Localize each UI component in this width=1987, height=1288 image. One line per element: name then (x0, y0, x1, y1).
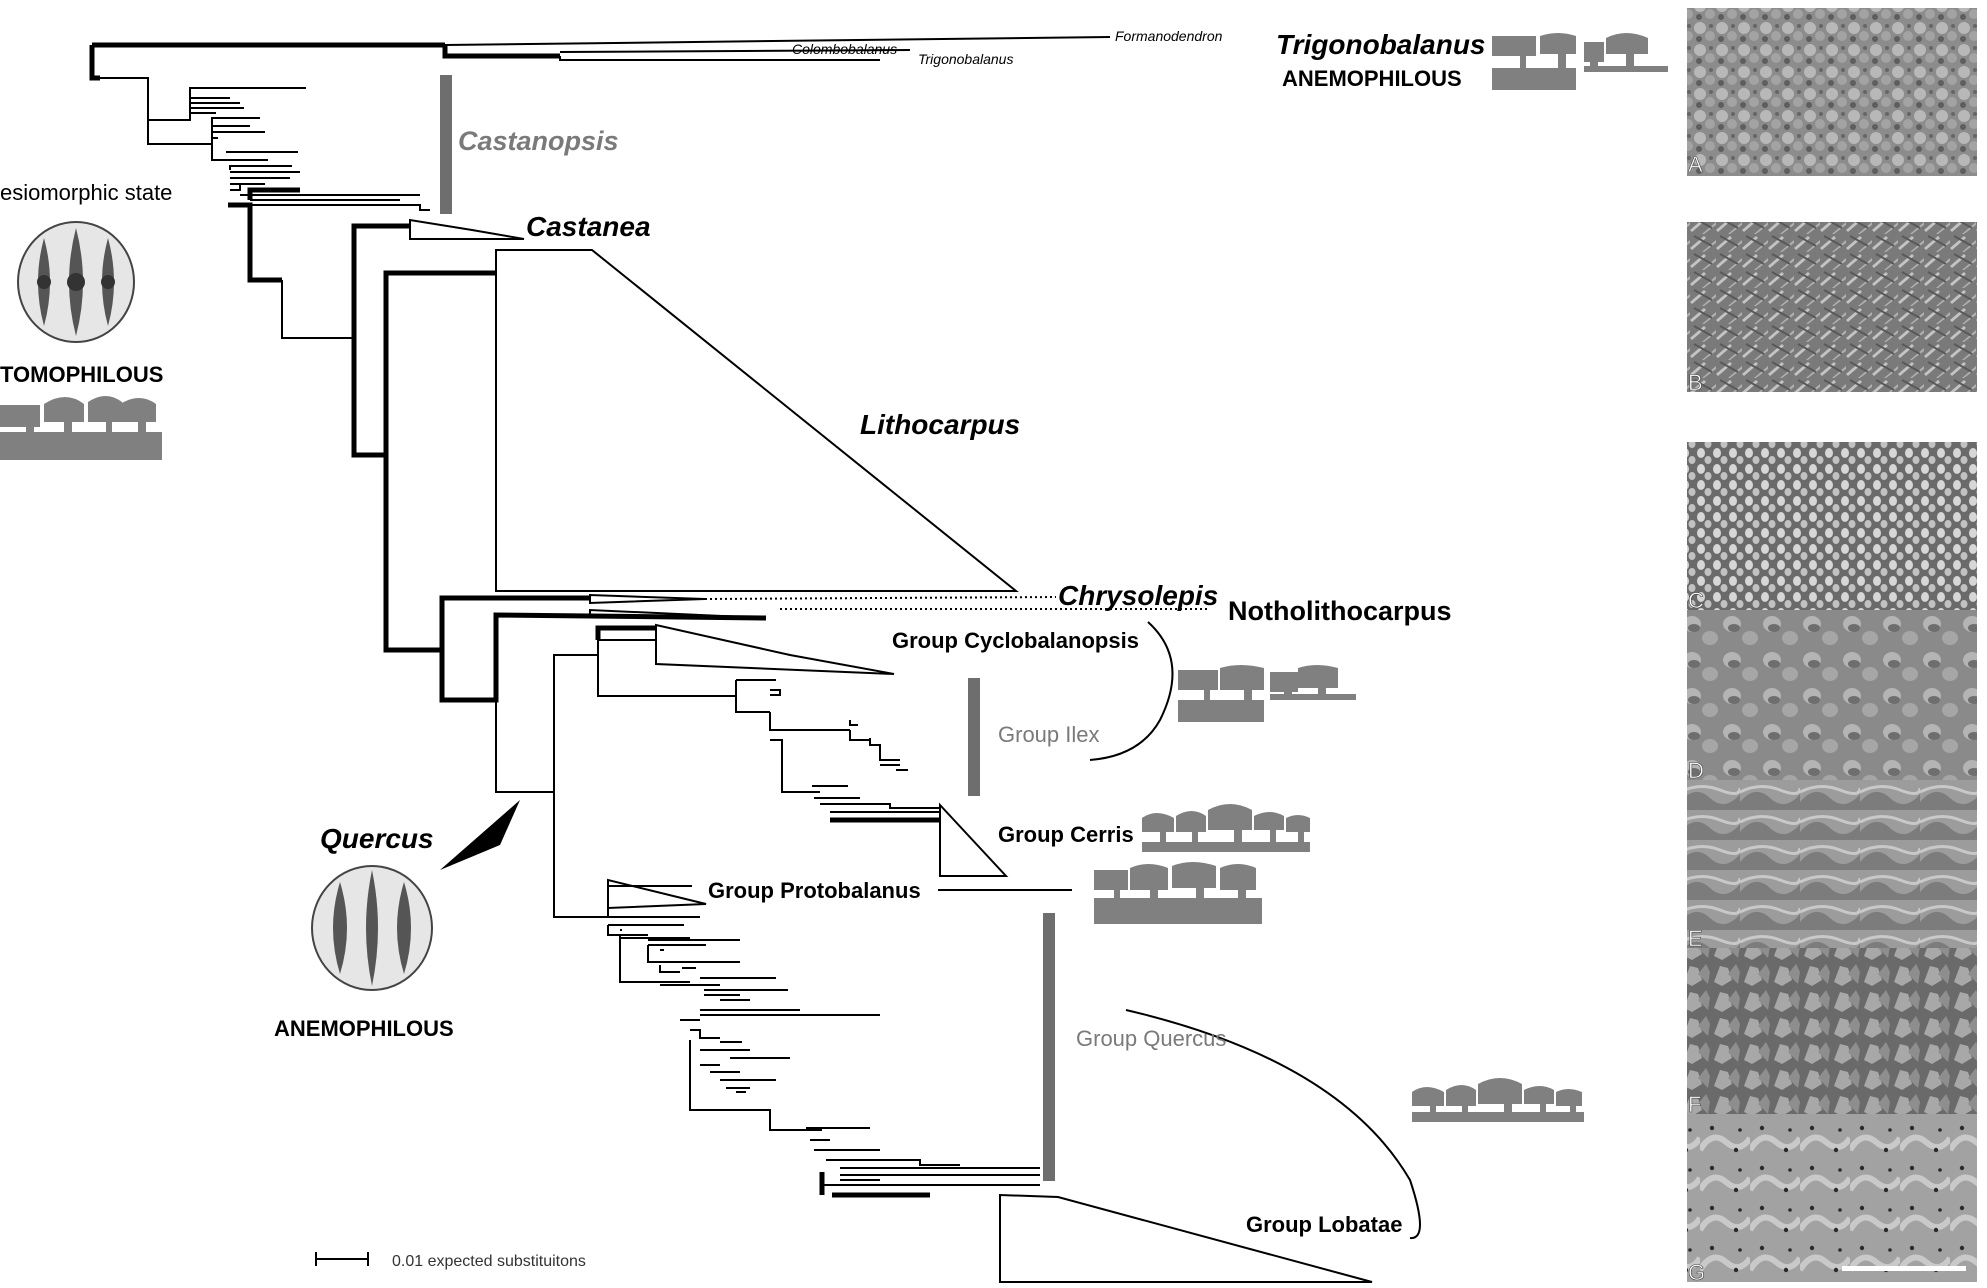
branch-castanopsis-early (147, 78, 306, 121)
sem-scale-bar (1842, 1266, 1966, 1271)
forest-silhouette-cerris (1142, 804, 1310, 852)
label-group-cyclobalanopsis: Group Cyclobalanopsis (892, 628, 1139, 653)
sem-label-f: F (1688, 1092, 1701, 1117)
sem-label-g: G (1688, 1260, 1705, 1285)
sem-panel-d: D (1687, 610, 1977, 783)
sem-label-d: D (1688, 758, 1704, 783)
tip-labels: Formanodendron Colombobalanus Trigonobal… (320, 28, 1452, 1237)
label-chrysolepis: Chrysolepis (1058, 580, 1218, 611)
scale-bar-label: 0.01 expected substituitons (392, 1253, 586, 1270)
label-group-cerris: Group Cerris (998, 822, 1134, 847)
label-lithocarpus: Lithocarpus (860, 409, 1020, 440)
group-brackets (938, 621, 1421, 1240)
sem-panel-b: B (1687, 222, 1977, 395)
heading-trigonobalanus: Trigonobalanus (1276, 29, 1486, 60)
branch-root-vertical (89, 45, 100, 81)
sem-panel-a: A (1687, 8, 1977, 177)
label-group-lobatae: Group Lobatae (1246, 1212, 1402, 1237)
forest-silhouette-entomophilous (0, 396, 162, 460)
label-group-quercus: Group Quercus (1076, 1026, 1226, 1051)
label-notholithocarpus: Notholithocarpus (1228, 596, 1452, 626)
sem-label-c: C (1688, 588, 1704, 613)
branch-trigonobalanus (559, 56, 880, 61)
sem-panels: A B C D E F G (1687, 8, 1977, 1285)
plesiomorphic-state-label: esiomorphic state (0, 180, 172, 205)
label-group-ilex: Group Ilex (998, 722, 1100, 747)
forest-silhouette-trigonobalanus (1492, 33, 1668, 90)
label-colombobalanus: Colombobalanus (792, 41, 897, 57)
branch-colombobalanus (559, 49, 911, 53)
forest-silhouette-protobalanus (1094, 862, 1262, 924)
chrysolepis-dotted (704, 596, 1057, 600)
sem-panel-e: E (1687, 780, 1977, 951)
quercus-pointer (440, 800, 520, 870)
quercus-anemophilous-label: ANEMOPHILOUS (274, 1016, 454, 1041)
label-group-protobalanus: Group Protobalanus (708, 878, 921, 903)
sem-label-e: E (1688, 926, 1703, 951)
label-quercus: Quercus (320, 823, 434, 854)
pollen-tricolporate-icon (17, 221, 135, 343)
castanopsis-bar (440, 75, 452, 214)
pollen-tricolpate-icon (311, 865, 433, 991)
label-castanopsis: Castanopsis (458, 126, 619, 156)
tree-branches (89, 36, 1373, 1283)
quercus-group-bar (1043, 913, 1055, 1181)
tree-silhouettes (0, 33, 1668, 1122)
ilex-bar (968, 678, 980, 796)
cyclobalanopsis-curve (1089, 621, 1174, 761)
sem-label-b: B (1688, 370, 1703, 395)
sem-panel-g: G (1687, 1114, 1977, 1285)
branch-formanodendron (444, 36, 1111, 46)
sem-panel-f: F (1687, 948, 1977, 1117)
trigonobalanus-pollination: ANEMOPHILOUS (1282, 66, 1462, 91)
lobatae-curve (1125, 1009, 1421, 1240)
sem-label-a: A (1688, 152, 1703, 177)
scale-bar: 0.01 expected substituitons (315, 1252, 586, 1270)
dotted-connectors (704, 596, 1210, 610)
label-trigonobalanus-tip: Trigonobalanus (918, 51, 1013, 67)
label-castanea: Castanea (526, 211, 651, 242)
label-formanodendron: Formanodendron (1115, 28, 1223, 44)
forest-silhouette-quercus-group (1412, 1078, 1584, 1122)
entomophilous-label: TOMOPHILOUS (0, 362, 163, 387)
sem-panel-c: C (1687, 442, 1977, 613)
branch-trigo-node (442, 45, 560, 59)
forest-silhouette-cyclobalanopsis (1178, 665, 1356, 722)
